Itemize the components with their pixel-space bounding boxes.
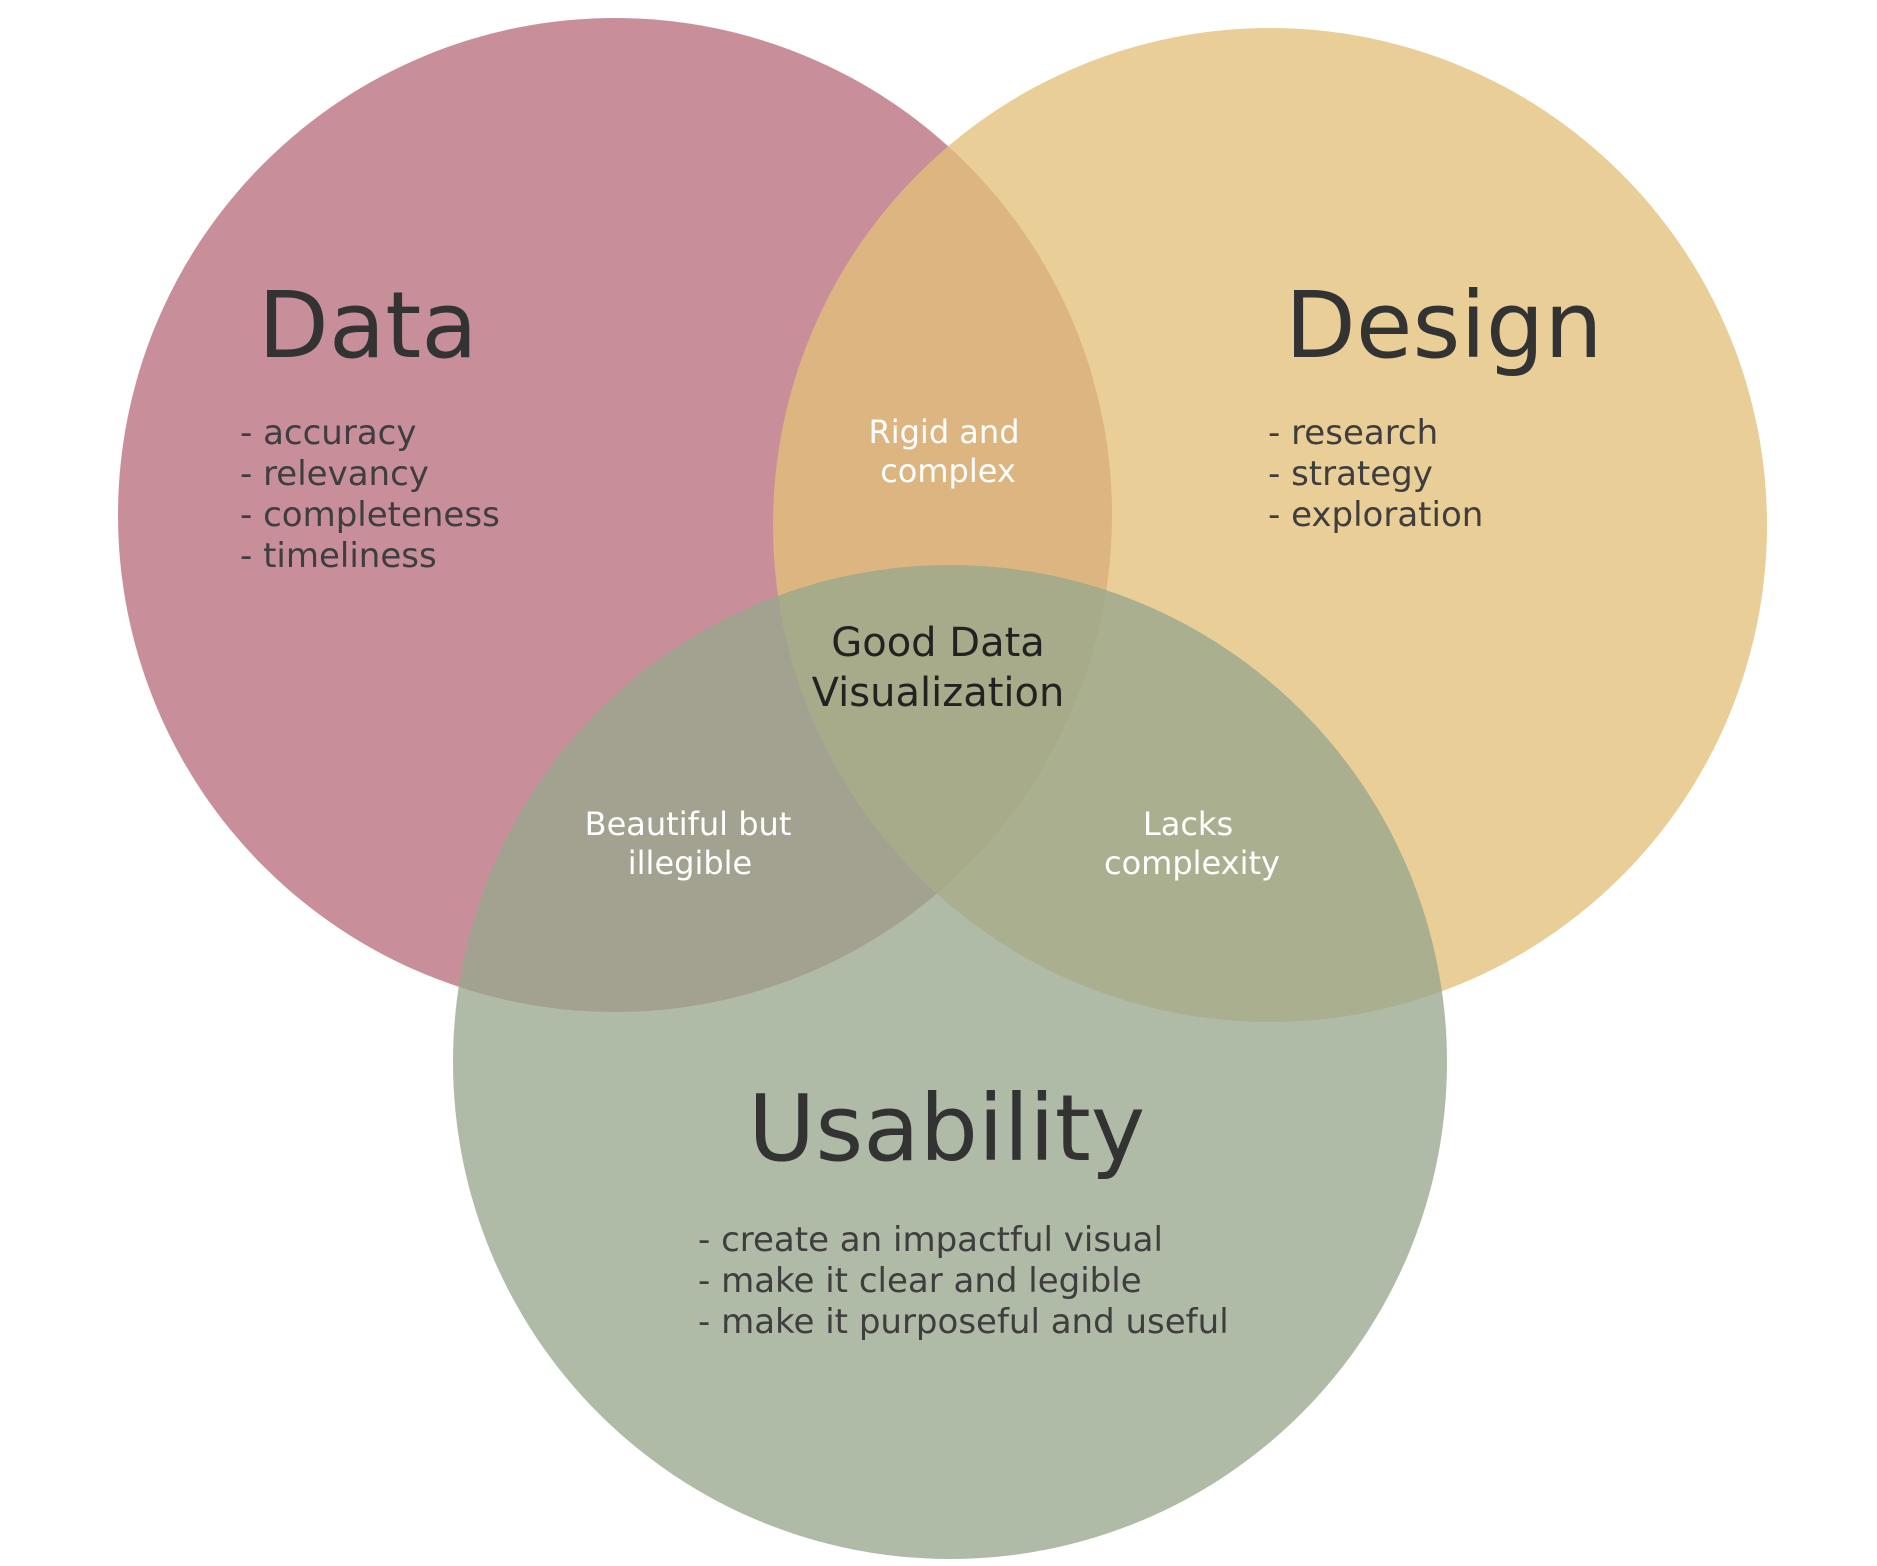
data-title: Data <box>258 272 478 379</box>
data-item: - relevancy <box>240 454 429 494</box>
data-item: - accuracy <box>240 413 416 453</box>
usability-title: Usability <box>748 1075 1145 1182</box>
usability-item: - make it clear and legible <box>698 1261 1142 1301</box>
usability-item: - create an impactful visual <box>698 1220 1163 1260</box>
usability-circle <box>453 565 1447 1559</box>
design-title: Design <box>1285 272 1603 379</box>
overlap-design-usability-label: complexity <box>1104 844 1280 882</box>
center-label: Visualization <box>812 670 1065 716</box>
design-item: - research <box>1268 413 1438 453</box>
data-item: - completeness <box>240 495 500 535</box>
design-item: - exploration <box>1268 495 1483 535</box>
overlap-data-usability-label: Beautiful but <box>585 805 792 843</box>
overlap-data-usability-label: illegible <box>628 844 752 882</box>
overlap-design-usability-label: Lacks <box>1143 805 1233 843</box>
usability-item: - make it purposeful and useful <box>698 1302 1229 1342</box>
overlap-data-design-label: complex <box>880 452 1016 490</box>
design-item: - strategy <box>1268 454 1433 494</box>
overlap-data-design-label: Rigid and <box>868 413 1019 451</box>
data-item: - timeliness <box>240 536 437 576</box>
center-label: Good Data <box>831 620 1045 666</box>
